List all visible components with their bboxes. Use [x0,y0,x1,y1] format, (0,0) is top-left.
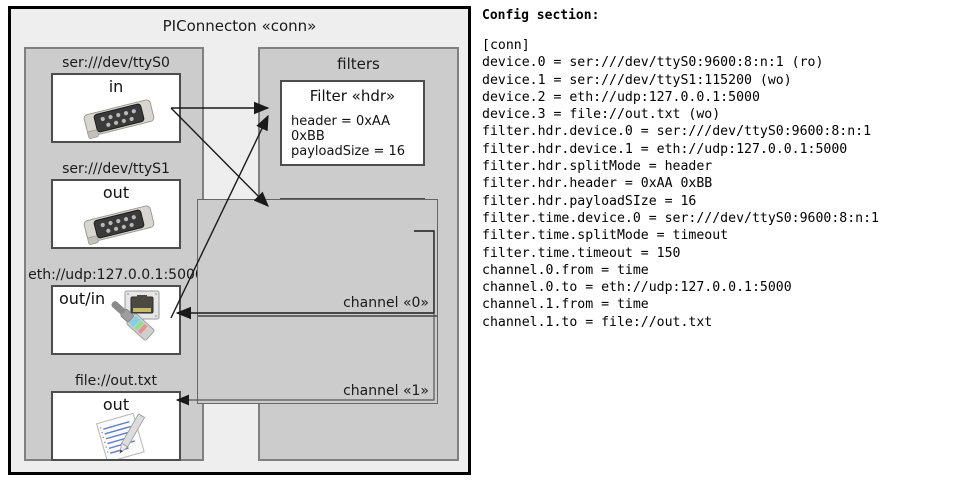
filter-props-hdr: header = 0xAA 0xBB payloadSize = 16 [282,114,423,159]
device-direction-ttys0: in [108,77,124,96]
config-lines: [conn] device.0 = ser:///dev/ttyS0:9600:8… [482,37,960,331]
device-direction-file: out [102,395,130,414]
device-box-eth[interactable]: out/in [51,285,181,355]
config-line: filter.hdr.device.1 = eth://udp:127.0.0.… [482,141,848,157]
device-direction-ttys1: out [102,183,130,202]
device-label-ttys1: ser:///dev/ttyS1 [62,161,170,177]
device-group-file: file://out.txt out [26,373,206,461]
ethernet-jack-icon [111,290,160,341]
config-heading: Config section: [482,8,600,23]
filters-title: filters [337,55,380,73]
config-column: Config section: [conn] device.0 = ser:///… [482,8,960,331]
config-line: filter.time.timeout = 150 [482,245,681,261]
config-line: channel.1.from = time [482,297,649,313]
config-line: filter.time.splitMode = timeout [482,228,729,244]
devices-panel: ser:///dev/ttyS0 in [24,47,204,461]
filter-box-hdr[interactable]: Filter «hdr» header = 0xAA 0xBB payloadS… [280,80,425,166]
device-direction-eth: out/in [59,289,106,308]
config-line: [conn] [482,38,530,53]
config-line: filter.time.device.0 = ser:///dev/ttyS0:… [482,210,879,226]
device-group-eth: eth://udp:127.0.0.1:5000 out/in [26,267,206,355]
serial-port-icon [83,205,155,245]
config-line: channel.0.from = time [482,262,649,278]
device-group-ttys0: ser:///dev/ttyS0 in [26,55,206,143]
device-box-file[interactable]: out [51,391,181,461]
device-box-ttys1[interactable]: out [51,179,181,249]
filter-prop: payloadSize = 16 [291,144,406,159]
device-label-file: file://out.txt [74,373,158,389]
channel-label-0: channel «0» [343,295,429,311]
serial-port-icon [83,99,155,139]
connector-container: PIConnecton «conn» ser:///dev/ttyS0 in [8,6,471,475]
device-label-ttys0: ser:///dev/ttyS0 [62,55,170,71]
filter-prop: header = 0xAA 0xBB [291,114,391,144]
config-line: filter.hdr.header = 0xAA 0xBB [482,176,713,192]
config-line: filter.hdr.splitMode = header [482,159,713,175]
config-line: channel.1.to = file://out.txt [482,314,713,330]
channel-label-1: channel «1» [343,383,429,399]
device-box-ttys0[interactable]: in [51,73,181,143]
channel-box-0[interactable]: channel «0» [197,199,438,316]
config-line: device.2 = eth://udp:127.0.0.1:5000 [482,89,760,105]
config-line: filter.hdr.payloadSIze = 16 [482,193,697,209]
config-line: device.0 = ser:///dev/ttyS0:9600:8:n:1 (… [482,55,824,71]
text-document-icon [95,412,146,459]
config-line: device.3 = file://out.txt (wo) [482,107,721,123]
device-label-eth: eth://udp:127.0.0.1:5000 [28,267,204,283]
connector-title: PIConnecton «conn» [162,17,317,35]
filter-title-hdr: Filter «hdr» [309,87,396,105]
config-line: channel.0.to = eth://udp:127.0.0.1:5000 [482,280,792,296]
config-line: filter.hdr.device.0 = ser:///dev/ttyS0:9… [482,124,872,140]
device-group-ttys1: ser:///dev/ttyS1 out [26,161,206,249]
config-line: device.1 = ser:///dev/ttyS1:115200 (wo) [482,72,792,88]
channel-box-1[interactable]: channel «1» [197,316,438,404]
